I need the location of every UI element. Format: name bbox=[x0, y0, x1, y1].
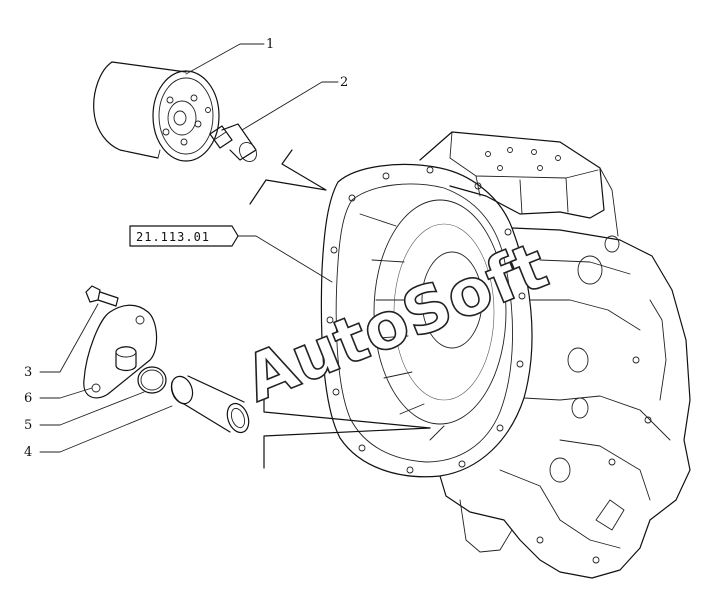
callout-5: 5 bbox=[24, 418, 32, 433]
leader-lines bbox=[39, 43, 431, 469]
callout-3: 3 bbox=[24, 365, 32, 380]
callout-6: 6 bbox=[24, 391, 32, 406]
reference-label: 21.113.01 bbox=[136, 230, 210, 244]
adapter-nipple bbox=[209, 123, 257, 162]
reference-box[interactable]: 21.113.01 bbox=[129, 225, 239, 247]
autosoft-watermark: AutoSoft bbox=[235, 229, 558, 417]
oil-filter-cartridge bbox=[93, 61, 220, 162]
callout-2: 2 bbox=[340, 75, 348, 90]
callout-1: 1 bbox=[266, 37, 274, 52]
transmission-housing bbox=[320, 131, 691, 579]
bolt bbox=[85, 285, 119, 307]
callout-4: 4 bbox=[24, 445, 32, 460]
o-ring-seal bbox=[137, 366, 167, 394]
cover-plate bbox=[83, 304, 158, 399]
filter-sleeve bbox=[170, 375, 250, 434]
